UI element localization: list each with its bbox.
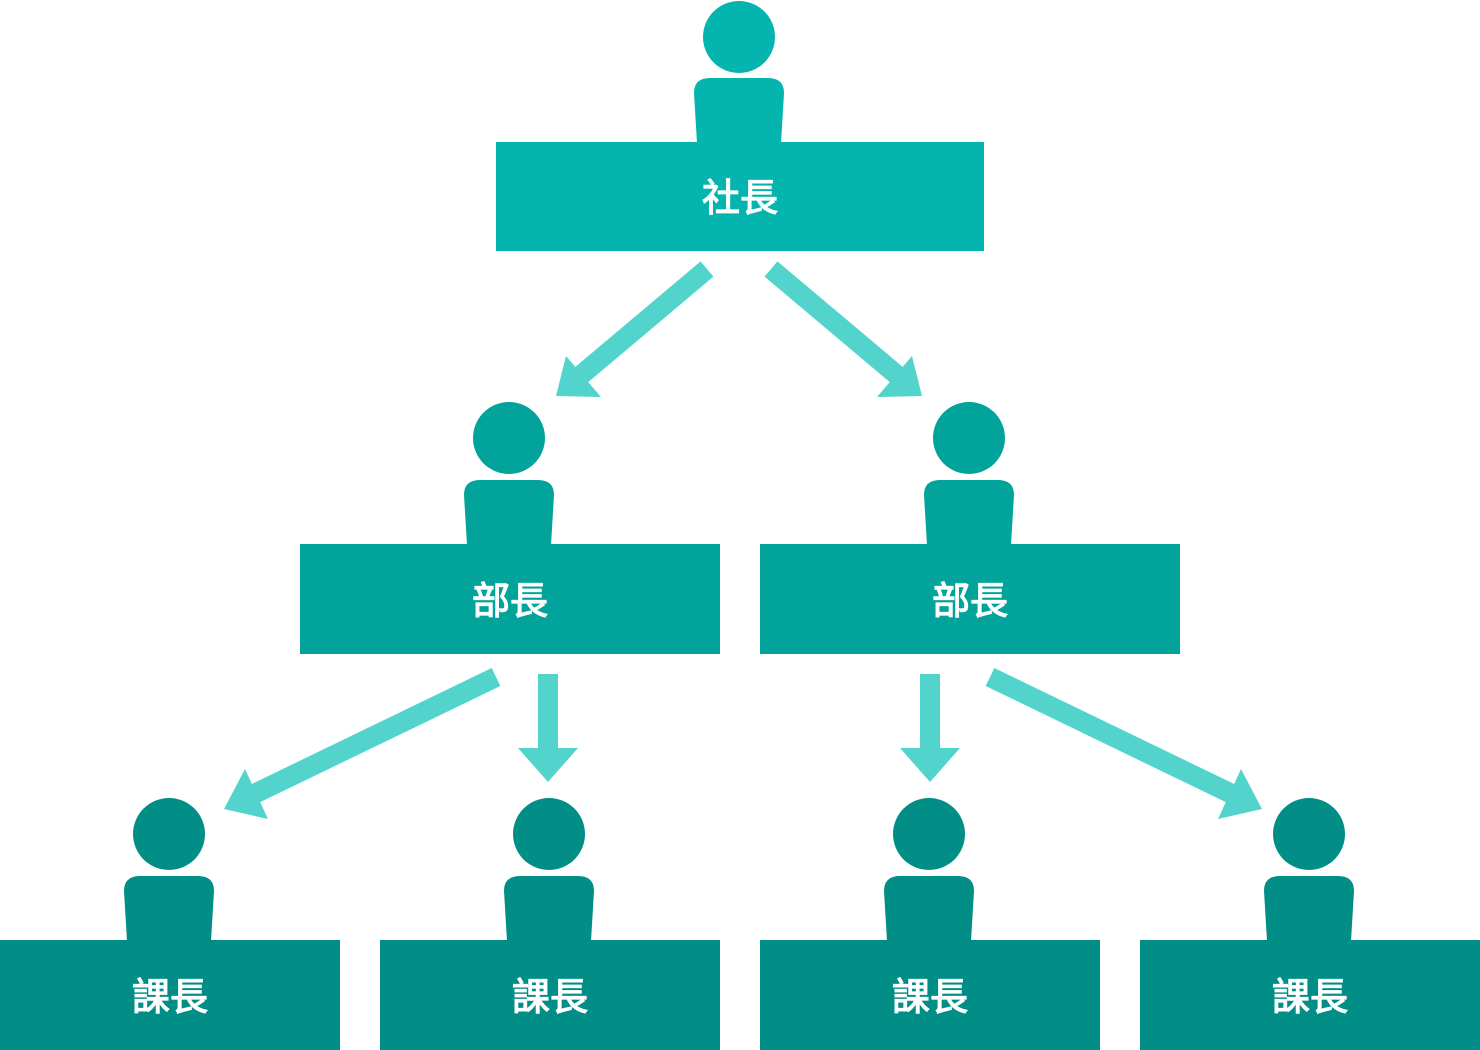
arrow-manager-1-to-chief-2	[518, 674, 578, 782]
person-icon-chief-2	[504, 798, 594, 941]
person-icon-chief-1	[124, 798, 214, 941]
person-head	[513, 798, 585, 870]
chief-box-1	[0, 940, 340, 1050]
person-icon-chief-4	[1264, 798, 1354, 941]
chief-box-2	[380, 940, 720, 1050]
president-label: 社長	[702, 176, 779, 220]
person-icon-president	[694, 1, 784, 143]
president-box	[496, 142, 984, 251]
arrow-shaft	[764, 261, 905, 384]
person-head	[1273, 798, 1345, 870]
person-head	[473, 402, 545, 474]
person-body	[694, 78, 784, 143]
arrow-head	[518, 748, 578, 782]
arrow-shaft	[985, 667, 1239, 805]
chief-label-3: 課長	[892, 975, 969, 1019]
chief-label-2: 課長	[512, 975, 589, 1019]
person-head	[933, 402, 1005, 474]
manager-label-2: 部長	[932, 579, 1009, 623]
person-icon-manager-2	[924, 402, 1014, 545]
arrow-head	[877, 356, 922, 397]
arrow-president-to-manager-2	[764, 261, 922, 397]
chief-label-1: 課長	[132, 975, 209, 1019]
arrow-shaft	[247, 667, 501, 805]
arrow-head	[1218, 769, 1262, 819]
arrow-manager-2-to-chief-4	[985, 667, 1262, 819]
manager-box-2	[760, 544, 1180, 654]
person-body	[124, 876, 214, 941]
arrow-head	[224, 769, 268, 819]
person-icon-manager-1	[464, 402, 554, 545]
person-body	[924, 480, 1014, 545]
arrow-head	[900, 748, 960, 782]
chief-label-4: 課長	[1272, 975, 1349, 1019]
person-body	[884, 876, 974, 941]
person-head	[133, 798, 205, 870]
person-head	[893, 798, 965, 870]
manager-box-1	[300, 544, 720, 654]
manager-label-1: 部長	[472, 579, 549, 623]
person-head	[703, 1, 775, 73]
person-body	[1264, 876, 1354, 941]
chief-box-4	[1140, 940, 1480, 1050]
person-icon-chief-3	[884, 798, 974, 941]
arrow-manager-1-to-chief-1	[224, 667, 501, 819]
chief-box-3	[760, 940, 1100, 1050]
arrow-head	[556, 356, 601, 397]
person-body	[464, 480, 554, 545]
arrow-shaft	[573, 261, 714, 384]
arrow-president-to-manager-1	[556, 261, 714, 397]
person-body	[504, 876, 594, 941]
arrow-manager-2-to-chief-3	[900, 674, 960, 782]
